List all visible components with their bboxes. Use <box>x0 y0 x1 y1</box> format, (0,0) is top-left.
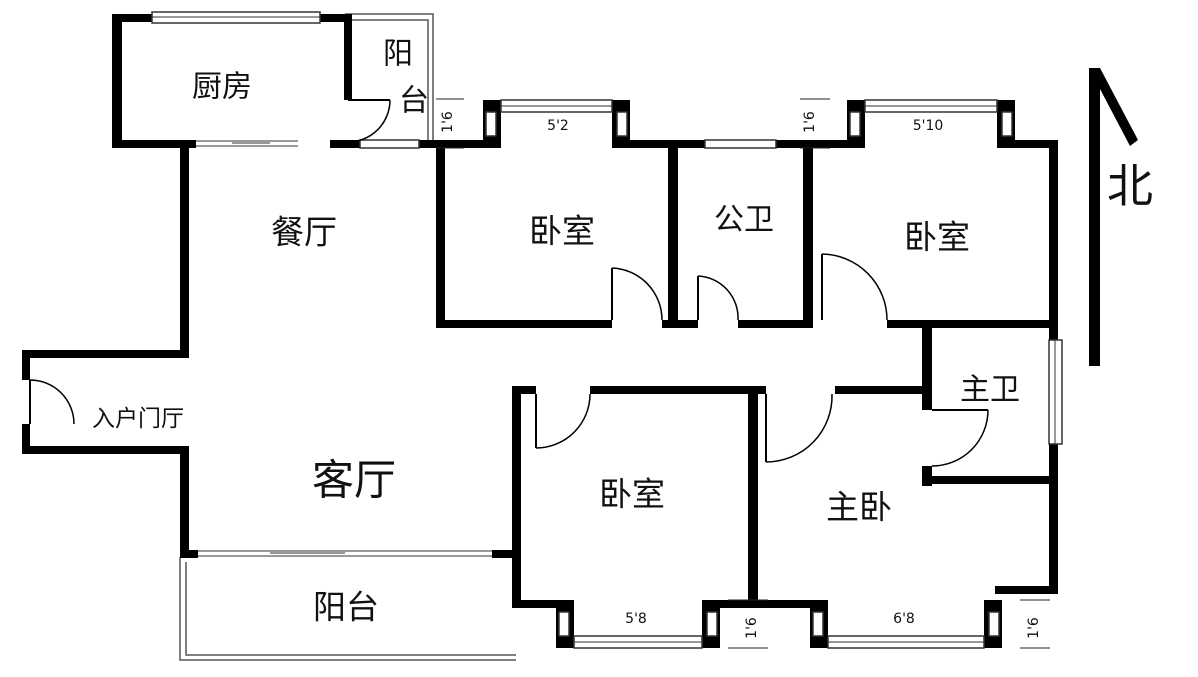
room-label-dining: 餐厅 <box>271 213 337 252</box>
room-label-kitchen: 厨房 <box>192 70 252 105</box>
bedroom-3-door <box>535 393 591 449</box>
balcony-door-window <box>359 139 420 149</box>
dimension-bedroom-3-bay: 1'6 <box>744 617 760 639</box>
dining-sliding-door <box>196 140 298 147</box>
room-label-bedroom-3: 卧室 <box>599 475 665 514</box>
master-bedroom-door <box>765 393 833 463</box>
dimension-master-bay: 1'6 <box>1026 617 1042 639</box>
room-label-public-bath: 公卫 <box>714 203 774 238</box>
room-label-balcony-bottom: 阳台 <box>313 588 379 627</box>
room-label-bedroom-1: 卧室 <box>529 212 595 251</box>
room-label-master-bedroom: 主卧 <box>826 488 892 527</box>
bedroom-1-door <box>611 267 663 321</box>
bedroom-2-window <box>849 99 1013 137</box>
master-bedroom-window <box>812 611 1000 649</box>
bedroom-2-door <box>821 253 888 321</box>
room-label-bedroom-2: 卧室 <box>904 218 970 257</box>
public-bath-door <box>697 275 739 321</box>
compass-label: 北 <box>1107 159 1153 213</box>
room-label-living: 客厅 <box>312 456 396 505</box>
north-arrow-icon <box>1089 68 1138 366</box>
dimension-bedroom-1-window: 5'2 <box>547 118 569 134</box>
dimension-bedroom-3-window: 5'8 <box>625 611 647 627</box>
dimension-master-window: 6'8 <box>893 611 915 627</box>
master-bath-door <box>931 409 989 467</box>
balcony-outlines <box>179 13 516 661</box>
dimension-lines <box>436 98 1050 649</box>
dimension-bedroom-2-window: 5'10 <box>913 118 944 134</box>
room-label-master-bath: 主卫 <box>960 373 1020 408</box>
master-bath-window <box>1048 339 1063 445</box>
windows <box>151 11 1063 649</box>
dimension-bedroom-2-bay: 1'6 <box>802 111 818 133</box>
bedroom-1-window <box>485 99 628 137</box>
kitchen-balcony-door <box>347 99 391 143</box>
dimension-bedroom-1-bay: 1'6 <box>440 111 456 133</box>
bedroom-3-window <box>558 611 718 649</box>
entrance-door <box>29 379 75 425</box>
room-label-balcony-top-2: 台 <box>399 84 429 119</box>
doors <box>29 99 989 467</box>
public-bath-window <box>704 139 777 149</box>
room-label-entrance: 入户门厅 <box>92 406 184 432</box>
kitchen-window <box>151 11 321 24</box>
room-label-balcony-top-1: 阳 <box>383 37 413 72</box>
living-sliding-door <box>198 550 492 557</box>
